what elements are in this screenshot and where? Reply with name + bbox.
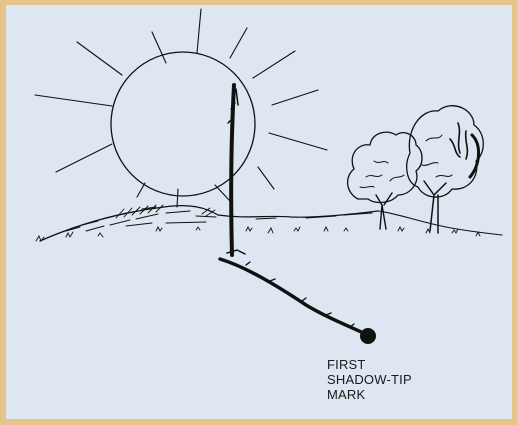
stick — [227, 85, 245, 255]
stick-shadow — [220, 259, 368, 335]
illustration-panel: FIRST SHADOW-TIP MARK — [6, 5, 512, 419]
label-line-1: FIRST — [327, 357, 412, 372]
shadow-tip-label: FIRST SHADOW-TIP MARK — [327, 357, 412, 402]
trees — [348, 106, 484, 233]
label-line-2: SHADOW-TIP — [327, 372, 412, 387]
sun-rays — [35, 9, 327, 207]
shadow-tip-illustration — [6, 5, 512, 419]
shadow-tip-mark — [360, 328, 376, 344]
label-line-3: MARK — [327, 387, 412, 402]
